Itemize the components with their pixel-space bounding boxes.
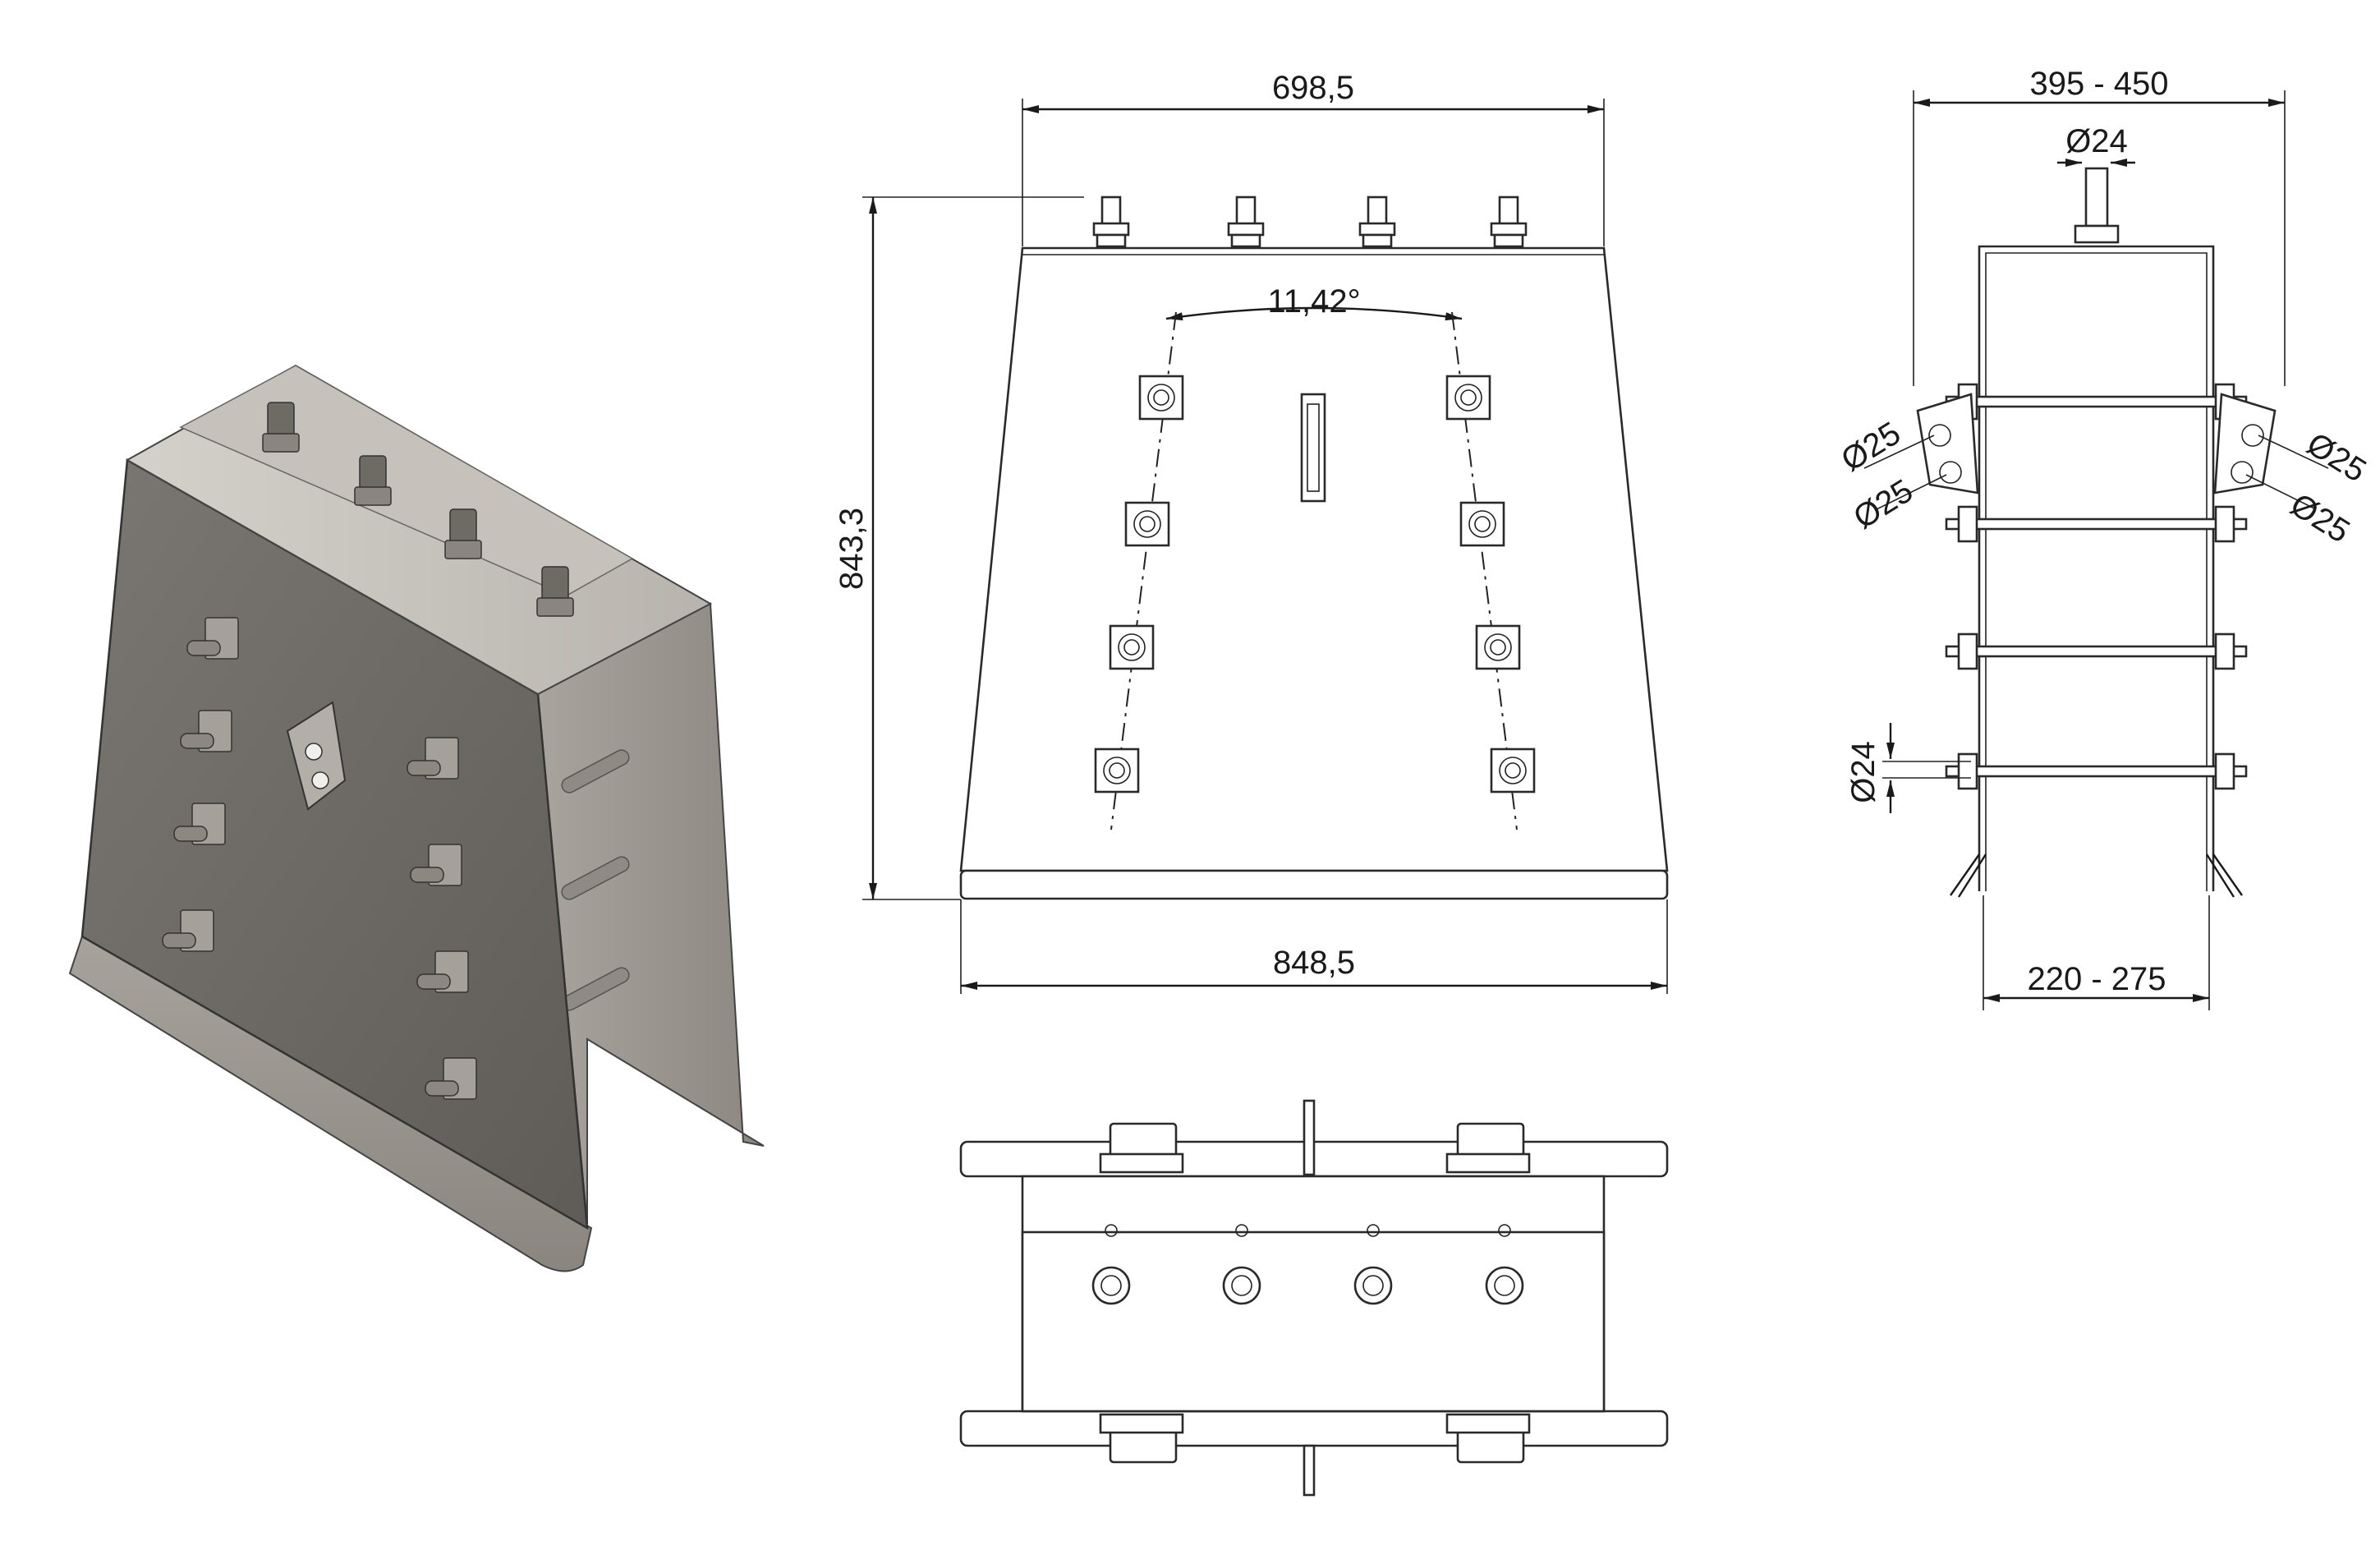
dim-side-hole-top-right: Ø25 — [2300, 426, 2372, 489]
iso-face-bolts — [162, 617, 477, 1100]
dim-side-hole-top-left: Ø25 — [1835, 415, 1906, 478]
dim-side-inner-width: 220 - 275 — [2027, 961, 2166, 997]
dim-side-bolt-diameter: Ø24 — [1845, 741, 1881, 803]
side-lugs — [1916, 393, 2277, 494]
iso-top-bolts — [262, 402, 574, 617]
top-view — [959, 1099, 1669, 1497]
front-bolt-pads — [1094, 375, 1536, 794]
front-top-studs — [1092, 196, 1528, 248]
front-plate — [959, 246, 1669, 872]
dim-side-top-diameter: Ø24 — [2065, 123, 2128, 159]
iso-lug — [286, 701, 347, 811]
dim-front-bottom-width: 848,5 — [1273, 945, 1355, 981]
dim-front-angle: 11,42° — [1267, 283, 1360, 320]
front-center-slot — [1300, 393, 1326, 503]
iso-bottom-flange — [68, 935, 593, 1272]
side-rods — [1945, 395, 2248, 778]
top-view-lower-flange — [959, 1410, 1669, 1447]
front-bottom-flange — [959, 869, 1669, 900]
side-view: 395 - 450 Ø24 — [1835, 66, 2373, 1010]
top-view-face-nuts — [1091, 1266, 1524, 1305]
dim-front-top-width: 698,5 — [1272, 70, 1354, 106]
dim-side-outer-width: 395 - 450 — [2029, 66, 2168, 102]
top-view-flange-nuts — [1099, 1122, 1531, 1464]
dim-side-hole-bottom-left: Ø25 — [1847, 472, 1918, 536]
dim-side-hole-bottom-right: Ø25 — [2284, 486, 2355, 550]
isometric-view — [68, 364, 765, 1272]
side-channel — [1978, 245, 2215, 891]
dim-front-height: 843,3 — [834, 508, 870, 590]
front-view: 698,5 843,3 848,5 11,42° — [834, 70, 1669, 994]
